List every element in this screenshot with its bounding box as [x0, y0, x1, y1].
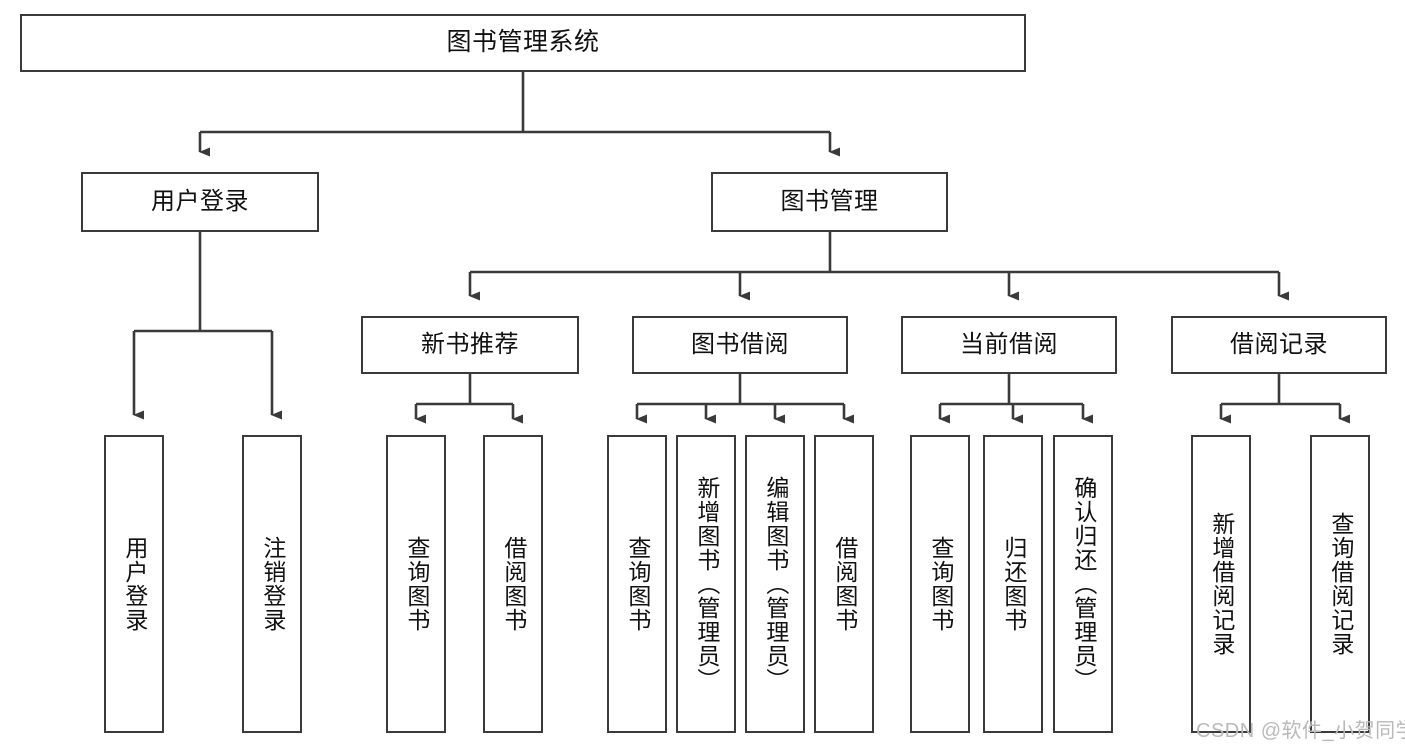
- leaf-query-book-borrow-label: 查询图书: [624, 536, 651, 632]
- node-root-system-label: 图书管理系统: [446, 28, 600, 57]
- node-book-management[interactable]: 图书管理: [711, 172, 948, 232]
- csdn-watermark: CSDN @软件_小贺同学: [1196, 720, 1405, 742]
- leaf-add-book-admin-label: 新增图书（管理员）: [693, 476, 720, 692]
- leaf-add-borrow-record-label: 新增借阅记录: [1208, 512, 1235, 656]
- leaf-query-book-borrow[interactable]: 查询图书: [607, 435, 667, 733]
- node-borrow-record[interactable]: 借阅记录: [1171, 316, 1387, 374]
- leaf-borrow-book-new[interactable]: 借阅图书: [483, 435, 543, 733]
- leaf-logout-label: 注销登录: [259, 536, 286, 632]
- leaf-user-login-label: 用户登录: [121, 536, 148, 632]
- leaf-query-book-current[interactable]: 查询图书: [910, 435, 970, 733]
- leaf-logout[interactable]: 注销登录: [242, 435, 302, 733]
- leaf-user-login[interactable]: 用户登录: [104, 435, 164, 733]
- node-new-book-recommend-label: 新书推荐: [421, 330, 519, 358]
- leaf-return-book[interactable]: 归还图书: [983, 435, 1043, 733]
- leaf-return-book-label: 归还图书: [1000, 536, 1027, 632]
- node-new-book-recommend[interactable]: 新书推荐: [361, 316, 579, 374]
- leaf-query-borrow-record[interactable]: 查询借阅记录: [1310, 435, 1370, 733]
- node-user-login[interactable]: 用户登录: [81, 172, 319, 232]
- node-current-borrow[interactable]: 当前借阅: [901, 316, 1117, 374]
- node-book-management-label: 图书管理: [780, 187, 879, 215]
- leaf-add-borrow-record[interactable]: 新增借阅记录: [1191, 435, 1251, 733]
- leaf-add-book-admin[interactable]: 新增图书（管理员）: [676, 435, 736, 733]
- leaf-edit-book-admin[interactable]: 编辑图书（管理员）: [745, 435, 805, 733]
- node-book-borrow-label: 图书借阅: [691, 330, 789, 358]
- leaf-query-borrow-record-label: 查询借阅记录: [1327, 512, 1354, 656]
- node-current-borrow-label: 当前借阅: [960, 330, 1058, 358]
- leaf-query-book-new-label: 查询图书: [403, 536, 430, 632]
- leaf-edit-book-admin-label: 编辑图书（管理员）: [762, 476, 789, 692]
- node-book-borrow[interactable]: 图书借阅: [632, 316, 848, 374]
- leaf-query-book-new[interactable]: 查询图书: [386, 435, 446, 733]
- leaf-confirm-return-admin-label: 确认归还（管理员）: [1070, 476, 1097, 692]
- leaf-query-book-current-label: 查询图书: [927, 536, 954, 632]
- node-borrow-record-label: 借阅记录: [1230, 330, 1328, 358]
- node-user-login-label: 用户登录: [151, 187, 249, 215]
- leaf-borrow-book[interactable]: 借阅图书: [814, 435, 874, 733]
- leaf-borrow-book-label: 借阅图书: [831, 536, 858, 632]
- node-root-system[interactable]: 图书管理系统: [20, 14, 1026, 72]
- leaf-borrow-book-new-label: 借阅图书: [500, 536, 527, 632]
- leaf-confirm-return-admin[interactable]: 确认归还（管理员）: [1053, 435, 1113, 733]
